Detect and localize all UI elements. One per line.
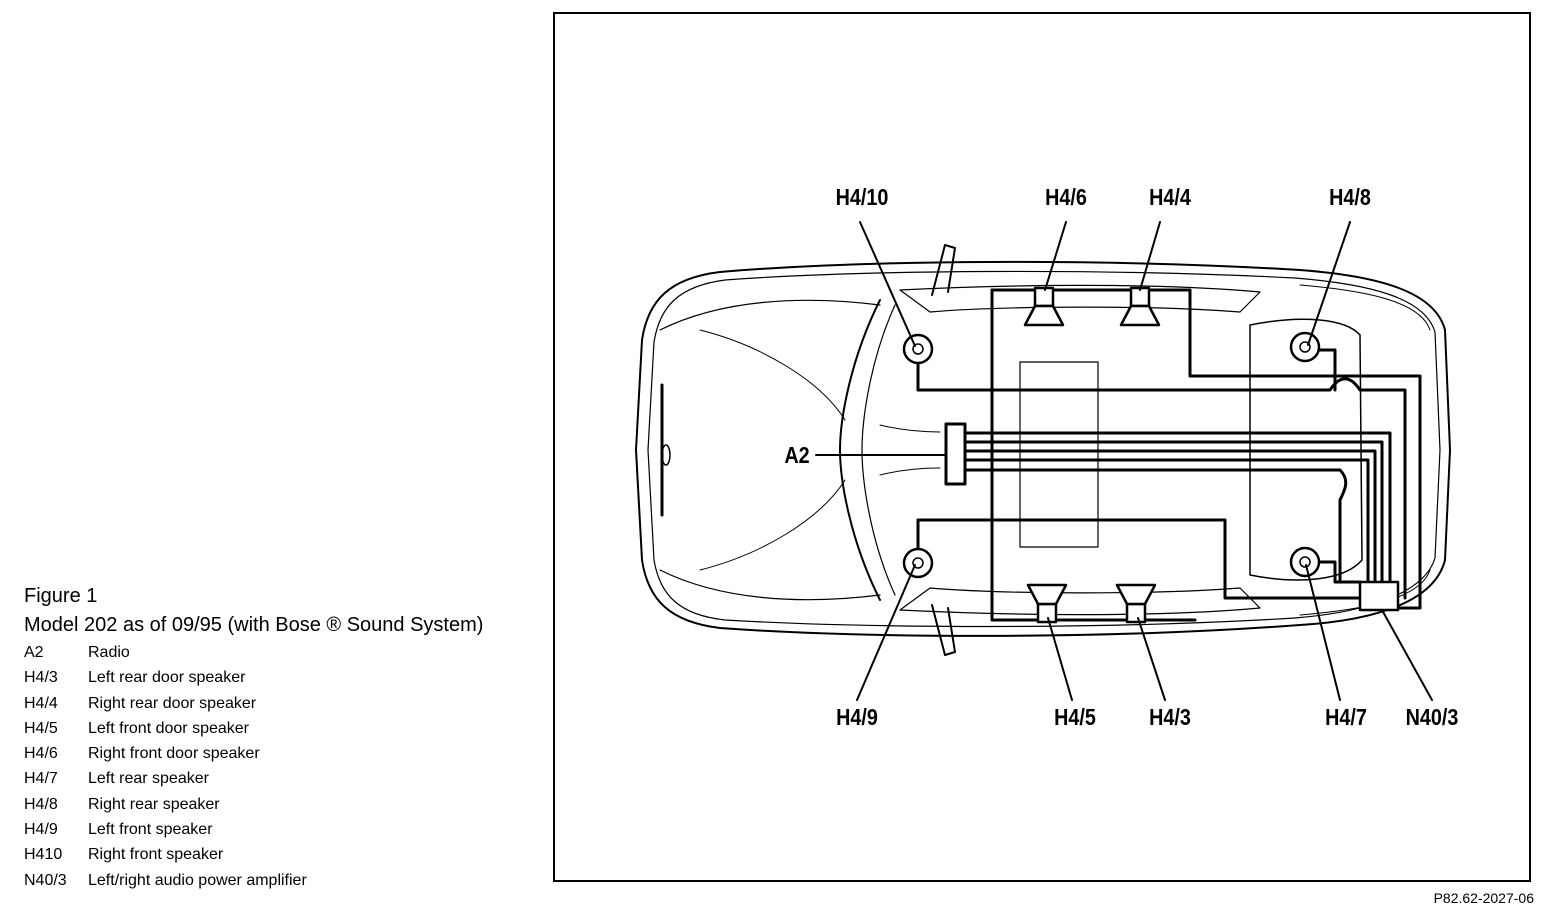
diagram-frame (553, 12, 1531, 882)
leader-lines (815, 221, 1433, 701)
callout-h4-9: H4/9 (836, 704, 878, 730)
figure-subtitle: Model 202 as of 09/95 (with Bose ® Sound… (24, 614, 484, 636)
legend-row: H4/3 Left rear door speaker (24, 665, 544, 690)
legend-code: H4/6 (24, 745, 58, 763)
legend-row: H4/5 Left front door speaker (24, 716, 544, 741)
legend-desc: Left front door speaker (88, 719, 249, 737)
legend-row: N40/3 Left/right audio power amplifier (24, 868, 544, 893)
legend-desc: Right front speaker (88, 846, 224, 864)
legend-desc: Left rear speaker (88, 770, 209, 788)
door-speakers (1023, 286, 1161, 624)
legend-code: H4/9 (24, 821, 58, 839)
callout-h4-6: H4/6 (1045, 184, 1087, 210)
legend-code: H410 (24, 846, 63, 864)
wiring-harness (916, 288, 1422, 622)
callout-a2: A2 (784, 442, 810, 468)
legend-desc: Left/right audio power amplifier (88, 871, 307, 889)
legend-desc: Left rear door speaker (88, 669, 246, 687)
callout-h4-4: H4/4 (1149, 184, 1191, 210)
legend-row: H4/9 Left front speaker (24, 817, 544, 842)
callout-h4-8: H4/8 (1329, 184, 1371, 210)
legend-row: A2 Radio (24, 640, 544, 665)
legend-row: H4/6 Right front door speaker (24, 741, 544, 766)
legend-code: A2 (24, 644, 44, 661)
legend-desc: Radio (88, 644, 130, 661)
figure-legend: Figure 1 Model 202 as of 09/95 (with Bos… (24, 582, 544, 893)
legend-code: H4/8 (24, 795, 58, 813)
figure-title: Figure 1 (24, 585, 98, 607)
callout-h4-7: H4/7 (1325, 704, 1367, 730)
callout-h4-3: H4/3 (1149, 704, 1191, 730)
callout-n40-3: N40/3 (1405, 704, 1459, 730)
legend-row: H4/8 Right rear speaker (24, 792, 544, 817)
speaker-h4-3 (1115, 583, 1157, 624)
legend-row: H4/7 Left rear speaker (24, 766, 544, 791)
legend-code: H4/7 (24, 770, 58, 788)
legend-code: H4/3 (24, 669, 58, 687)
legend-row: H410 Right front speaker (24, 842, 544, 867)
speaker-h4-6 (1023, 286, 1065, 327)
callout-h4-10: H4/10 (835, 184, 889, 210)
legend-desc: Right rear speaker (88, 795, 220, 813)
reference-code: P82.62-2027-06 (1433, 890, 1534, 906)
radio-a2 (944, 422, 967, 486)
legend-row: H4/4 Right rear door speaker (24, 691, 544, 716)
amplifier-n40-3 (1358, 580, 1400, 612)
legend-desc: Left front speaker (88, 821, 213, 839)
callout-h4-5: H4/5 (1054, 704, 1096, 730)
legend-code: N40/3 (24, 871, 67, 889)
legend-code: H4/4 (24, 694, 58, 712)
legend-desc: Right rear door speaker (88, 694, 257, 712)
legend-code: H4/5 (24, 719, 58, 737)
legend-desc: Right front door speaker (88, 745, 260, 763)
speaker-h4-5 (1026, 583, 1068, 624)
speaker-h4-4 (1119, 286, 1161, 327)
